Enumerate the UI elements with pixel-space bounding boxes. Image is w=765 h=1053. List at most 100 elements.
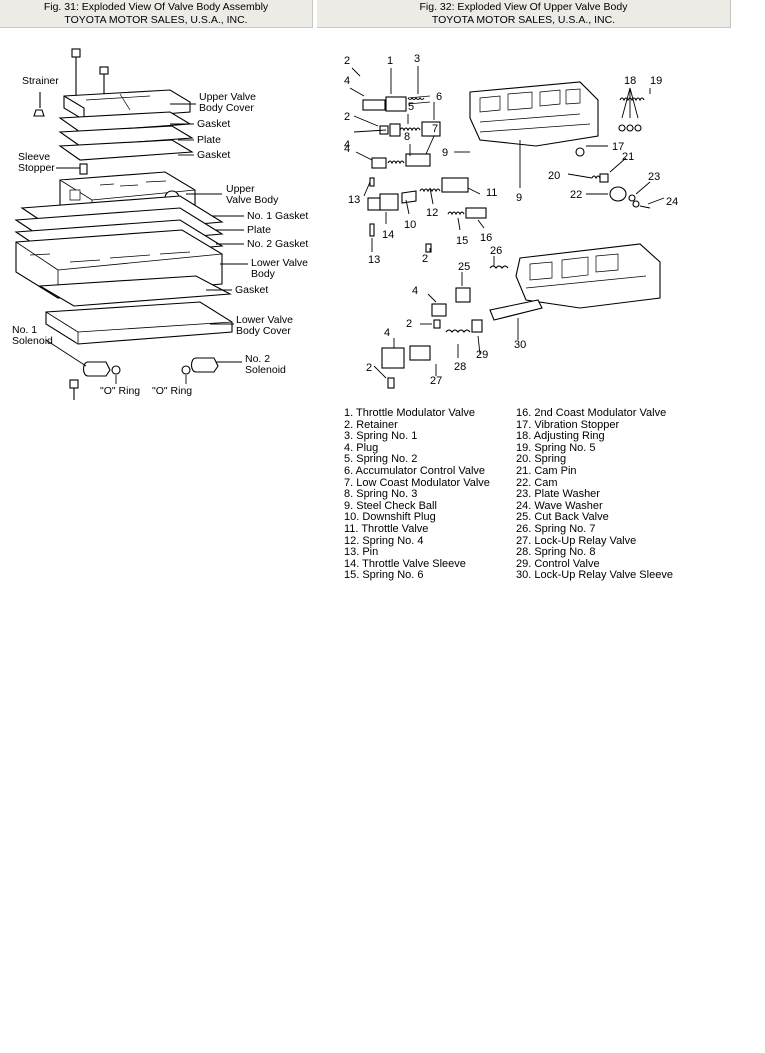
callout-number: 2 bbox=[344, 111, 350, 123]
label-lower-body-2: Body bbox=[251, 268, 276, 280]
legend-item: 21. Cam Pin bbox=[516, 464, 577, 477]
label-plate-a: Plate bbox=[197, 134, 221, 146]
callout-number: 3 bbox=[414, 53, 420, 65]
callout-number: 6 bbox=[436, 91, 442, 103]
callout-number: 11 bbox=[486, 187, 497, 199]
label-no2-gasket: No. 2 Gasket bbox=[247, 238, 308, 250]
legend-item: 19. Spring No. 5 bbox=[516, 441, 596, 454]
label-gasket-b: Gasket bbox=[197, 149, 230, 161]
figure-31-title: Fig. 31: Exploded View Of Valve Body Ass… bbox=[43, 1, 269, 13]
callout-number: 30 bbox=[514, 339, 526, 351]
callout-number: 22 bbox=[570, 189, 582, 201]
callout-number: 16 bbox=[480, 232, 492, 244]
callout-number: 2 bbox=[366, 362, 372, 374]
label-upper-cover-2: Body Cover bbox=[199, 102, 254, 114]
legend-item: 22. Cam bbox=[516, 476, 558, 489]
label-no2-solenoid-2: Solenoid bbox=[245, 364, 286, 376]
callout-number: 2 bbox=[422, 253, 428, 265]
label-no1-gasket: No. 1 Gasket bbox=[247, 210, 308, 222]
callout-number: 23 bbox=[648, 171, 660, 183]
label-strainer: Strainer bbox=[22, 75, 59, 87]
legend-item: 9. Steel Check Ball bbox=[344, 499, 437, 512]
legend-item: 15. Spring No. 6 bbox=[344, 569, 424, 582]
callout-number: 9 bbox=[516, 192, 522, 204]
label-lower-cover-1: Lower Valve bbox=[236, 314, 293, 326]
callout-number: 26 bbox=[490, 245, 502, 257]
legend-item: 20. Spring bbox=[516, 453, 567, 466]
callout-number: 15 bbox=[456, 235, 468, 247]
callout-number: 7 bbox=[432, 123, 438, 135]
legend-item: 2. Retainer bbox=[344, 418, 398, 431]
legend-item: 28. Spring No. 8 bbox=[516, 546, 596, 559]
figure-32-header: Fig. 32: Exploded View Of Upper Valve Bo… bbox=[317, 0, 731, 28]
figure-32-credit: TOYOTA MOTOR SALES, U.S.A., INC. bbox=[431, 14, 616, 26]
callout-number: 9 bbox=[442, 147, 448, 159]
callout-number: 5 bbox=[408, 101, 414, 113]
legend-item: 18. Adjusting Ring bbox=[516, 430, 605, 443]
legend-item: 5. Spring No. 2 bbox=[344, 453, 418, 466]
legend-item: 25. Cut Back Valve bbox=[516, 511, 609, 524]
legend-item: 12. Spring No. 4 bbox=[344, 534, 424, 547]
callout-number: 8 bbox=[404, 131, 410, 143]
label-upper-body-2: Valve Body bbox=[226, 194, 279, 206]
legend-item: 4. Plug bbox=[344, 441, 379, 454]
figure-31-header: Fig. 31: Exploded View Of Valve Body Ass… bbox=[0, 0, 313, 28]
label-stopper: Stopper bbox=[18, 162, 55, 174]
callout-number: 28 bbox=[454, 361, 466, 373]
legend-item: 26. Spring No. 7 bbox=[516, 522, 596, 535]
callout-number: 13 bbox=[348, 194, 360, 206]
callout-number: 2 bbox=[406, 318, 412, 330]
callout-number: 12 bbox=[426, 207, 438, 219]
label-plate-b: Plate bbox=[247, 224, 271, 236]
legend-item: 13. Pin bbox=[344, 546, 379, 559]
legend-item: 27. Lock-Up Relay Valve bbox=[516, 534, 637, 547]
legend-item: 6. Accumulator Control Valve bbox=[344, 464, 486, 477]
callout-number: 20 bbox=[548, 170, 560, 182]
legend-item: 16. 2nd Coast Modulator Valve bbox=[516, 407, 667, 419]
callout-number: 25 bbox=[458, 261, 470, 273]
callout-number: 10 bbox=[404, 219, 416, 231]
callout-number: 21 bbox=[622, 151, 634, 163]
callout-number: 2 bbox=[344, 55, 350, 67]
legend-item: 10. Downshift Plug bbox=[344, 511, 436, 524]
callout-number: 4 bbox=[344, 75, 350, 87]
callout-number: 29 bbox=[476, 349, 488, 361]
callout-number: 13 bbox=[368, 254, 380, 266]
callout-number: 18 bbox=[624, 75, 636, 87]
callout-number: 4 bbox=[344, 143, 350, 155]
label-gasket-a: Gasket bbox=[197, 118, 230, 130]
legend-item: 3. Spring No. 1 bbox=[344, 430, 418, 443]
legend-item: 17. Vibration Stopper bbox=[516, 418, 620, 431]
legend-item: 14. Throttle Valve Sleeve bbox=[344, 557, 466, 570]
callout-number: 4 bbox=[384, 327, 390, 339]
legend-item: 1. Throttle Modulator Valve bbox=[344, 407, 476, 419]
legend-item: 29. Control Valve bbox=[516, 557, 600, 570]
callout-number: 14 bbox=[382, 229, 394, 241]
callout-number: 24 bbox=[666, 196, 678, 208]
legend-item: 30. Lock-Up Relay Valve Sleeve bbox=[516, 569, 673, 582]
label-no1-solenoid-1: No. 1 bbox=[12, 324, 37, 336]
label-gasket-c: Gasket bbox=[235, 284, 268, 296]
callout-number: 1 bbox=[387, 55, 393, 67]
callout-number: 17 bbox=[612, 141, 624, 153]
legend-item: 8. Spring No. 3 bbox=[344, 488, 418, 501]
callout-number: 19 bbox=[650, 75, 662, 87]
label-o-ring-1: "O" Ring bbox=[100, 385, 140, 397]
figure-32-title: Fig. 32: Exploded View Of Upper Valve Bo… bbox=[419, 1, 628, 13]
label-upper-body-1: Upper bbox=[226, 183, 255, 195]
label-upper-cover-1: Upper Valve bbox=[199, 91, 256, 103]
callout-number: 4 bbox=[344, 139, 350, 151]
legend-item: 24. Wave Washer bbox=[516, 499, 603, 512]
legend-item: 11. Throttle Valve bbox=[344, 522, 429, 535]
label-lower-cover-2: Body Cover bbox=[236, 325, 291, 337]
label-lower-body-1: Lower Valve bbox=[251, 257, 308, 269]
label-no2-solenoid-1: No. 2 bbox=[245, 353, 270, 365]
figure-31-diagram: Strainer Upper Valve Body Cover Gasket P… bbox=[0, 40, 313, 410]
legend-item: 23. Plate Washer bbox=[516, 488, 600, 501]
callout-number: 27 bbox=[430, 375, 442, 387]
label-no1-solenoid-2: Solenoid bbox=[12, 335, 53, 347]
